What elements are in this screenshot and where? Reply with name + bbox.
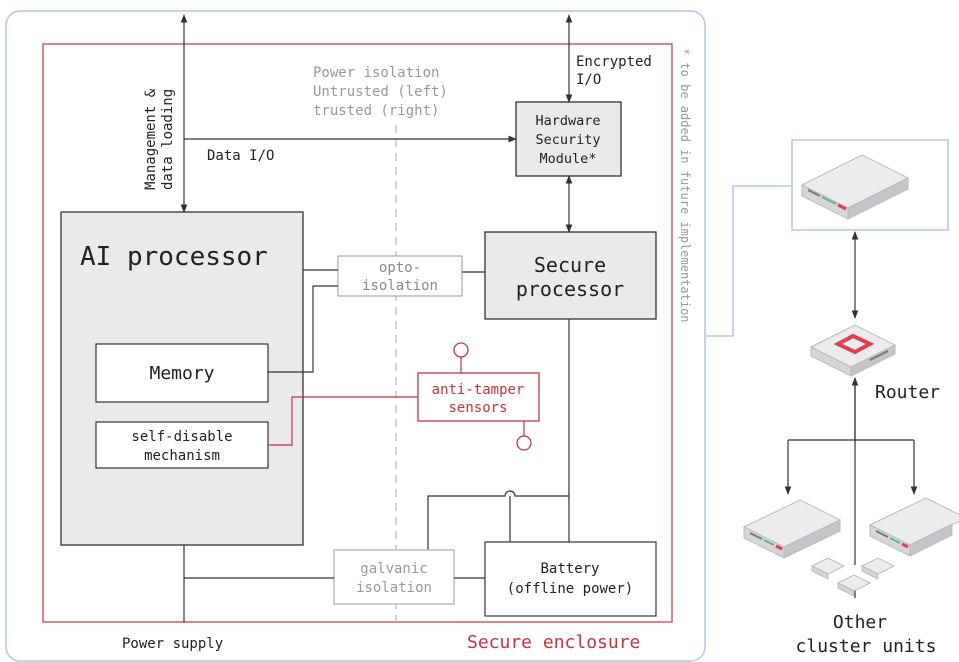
other-cluster-line2: cluster units: [796, 636, 937, 657]
power-supply-label: Power supply: [122, 636, 223, 652]
encrypted-label: Encrypted: [576, 54, 652, 70]
anti-tamper-line2: sensors: [448, 400, 507, 416]
sensor-bottom-icon: [516, 435, 532, 451]
galvanic-line1: galvanic: [360, 561, 427, 577]
galvanic-line2: isolation: [356, 580, 432, 596]
secure-processor-line1: Secure: [534, 253, 606, 277]
outer-frame: [5, 10, 706, 662]
secure-enclosure-label: Secure enclosure: [467, 632, 640, 653]
battery-line1: Battery: [540, 561, 599, 577]
secure-processor-box: [484, 231, 657, 320]
encrypted-io-label: I/O: [576, 72, 601, 88]
power-isolation-line1: Power isolation: [313, 65, 439, 81]
secure-enclosure-frame: [42, 43, 673, 623]
cluster-server-right-icon: [868, 497, 959, 557]
cluster-server-left-icon: [742, 499, 842, 559]
server-unit-icon: [800, 154, 910, 220]
self-disable-line2: mechanism: [144, 448, 220, 464]
ai-processor-title: AI processor: [80, 242, 268, 272]
router-label: Router: [875, 382, 940, 403]
sensor-top-icon: [453, 342, 469, 358]
hsm-line2: Security: [535, 132, 600, 148]
battery-line2: (offline power): [507, 581, 633, 597]
other-cluster-line1: Other: [833, 612, 887, 633]
opto-line2: isolation: [362, 278, 438, 294]
data-io-label: Data I/O: [207, 148, 274, 164]
power-isolation-line3: trusted (right): [313, 103, 439, 119]
data-loading-label: data loading: [160, 89, 176, 190]
memory-label: Memory: [149, 363, 214, 384]
anti-tamper-line1: anti-tamper: [432, 382, 525, 398]
hsm-line1: Hardware: [535, 113, 600, 129]
opto-line1: opto-: [379, 260, 421, 276]
galvanic-isolation-box: [333, 549, 455, 605]
battery-box: [484, 541, 657, 617]
opto-isolation-box: [337, 255, 463, 297]
future-note: * to be added in future implementation: [678, 48, 692, 323]
hsm-box: [515, 101, 622, 177]
secure-processor-line2: processor: [516, 277, 624, 301]
hsm-line3: Module*: [540, 151, 597, 167]
power-isolation-line2: Untrusted (left): [313, 84, 448, 100]
cluster-unit-highlight: [791, 139, 949, 231]
management-label: Management &: [143, 88, 159, 190]
router-icon: [809, 324, 897, 377]
small-units-icon: [810, 557, 896, 597]
self-disable-box: [95, 421, 269, 469]
self-disable-line1: self-disable: [131, 429, 232, 445]
memory-box: [95, 343, 269, 403]
